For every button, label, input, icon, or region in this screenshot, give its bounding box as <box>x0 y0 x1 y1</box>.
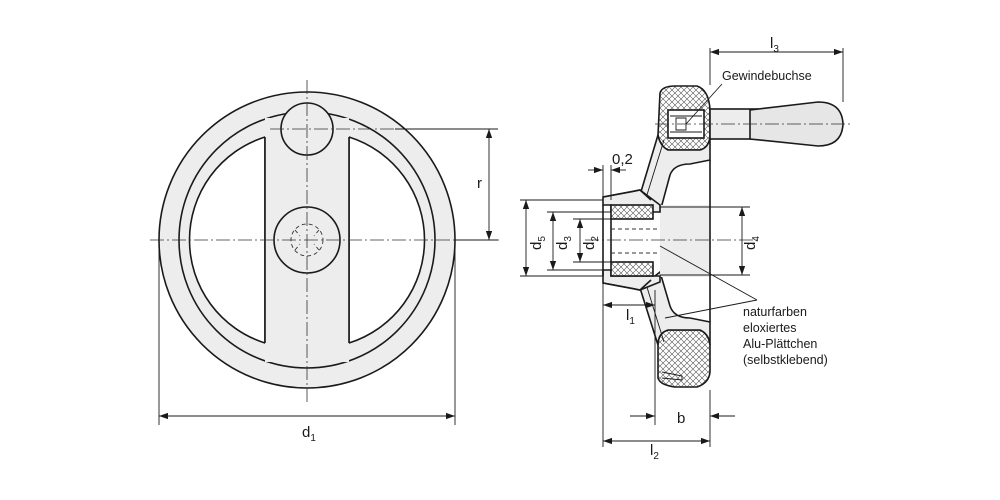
svg-text:naturfarben: naturfarben <box>743 305 807 319</box>
dim-gap-label: 0,2 <box>612 151 633 168</box>
bore-bush-lower <box>610 261 654 277</box>
wheel-web-lower <box>639 270 711 346</box>
dim-d1-label: d1 <box>302 424 316 444</box>
dim-d3-label: d3 <box>554 236 574 250</box>
dim-d4-label: d4 <box>742 236 762 250</box>
side-view: l3 Gewindebuchse 0,2 d5 d3 d2 d4 l1 b l2 <box>520 35 850 462</box>
dim-l3-label: l3 <box>770 35 779 55</box>
front-view: d1 r <box>150 80 500 444</box>
dim-r-label: r <box>477 175 482 192</box>
alu-plate-note: naturfarben eloxiertes Alu-Plättchen (se… <box>743 305 828 367</box>
dim-l2-label: l2 <box>650 442 659 462</box>
dim-d5-label: d5 <box>528 236 548 250</box>
svg-text:(selbstklebend): (selbstklebend) <box>743 353 828 367</box>
dim-b-label: b <box>677 410 685 427</box>
svg-text:Alu-Plättchen: Alu-Plättchen <box>743 337 817 351</box>
dim-l1-label: l1 <box>626 307 635 327</box>
svg-text:eloxiertes: eloxiertes <box>743 321 797 335</box>
right-window <box>348 135 426 345</box>
dim-d2-label: d2 <box>581 236 601 250</box>
hub-back <box>660 205 710 277</box>
bore-bush-upper <box>610 204 654 220</box>
wheel-web-upper <box>639 134 711 214</box>
threaded-bush-label: Gewindebuchse <box>722 69 812 83</box>
